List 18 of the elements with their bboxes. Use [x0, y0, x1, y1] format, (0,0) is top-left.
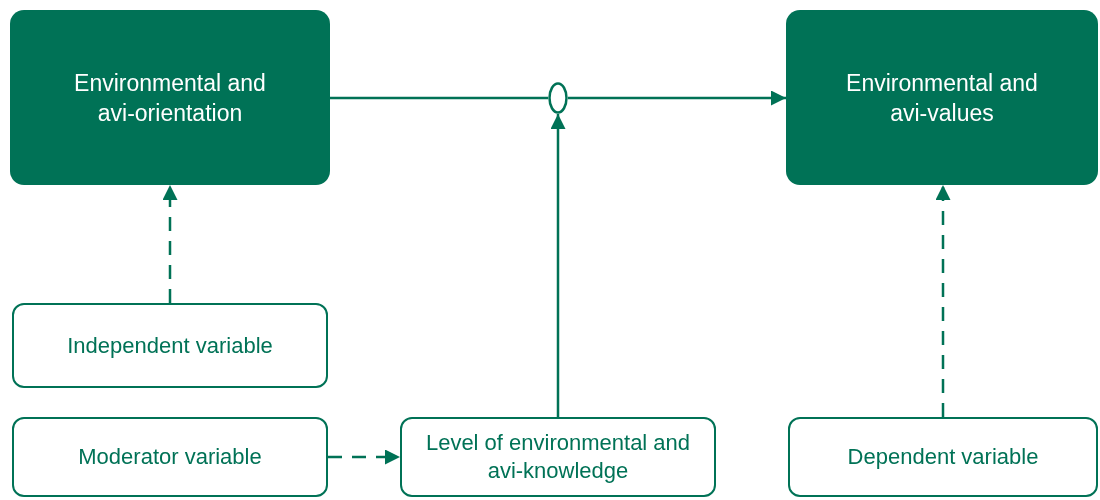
legend-box: [400, 417, 716, 497]
arrow: [568, 90, 786, 106]
arrow: [328, 449, 400, 465]
box-label: Environmental and avi-orientation: [73, 68, 267, 128]
ellipse-junction: [548, 82, 568, 114]
arrow: [550, 114, 566, 417]
legend-box: [788, 417, 1098, 497]
box-label: Environmental and avi-values: [845, 68, 1039, 128]
arrow: [935, 185, 951, 417]
arrow: [162, 185, 178, 303]
box-label: Moderator variable: [78, 443, 262, 471]
legend-box: [12, 303, 328, 388]
box-label: Independent variable: [67, 331, 273, 360]
legend-box: [12, 417, 328, 497]
box-label: Level of environmental and avi-knowledge: [424, 429, 692, 485]
variable-box: [786, 10, 1098, 185]
variable-box: [10, 10, 330, 185]
box-label: Dependent variable: [847, 443, 1039, 471]
